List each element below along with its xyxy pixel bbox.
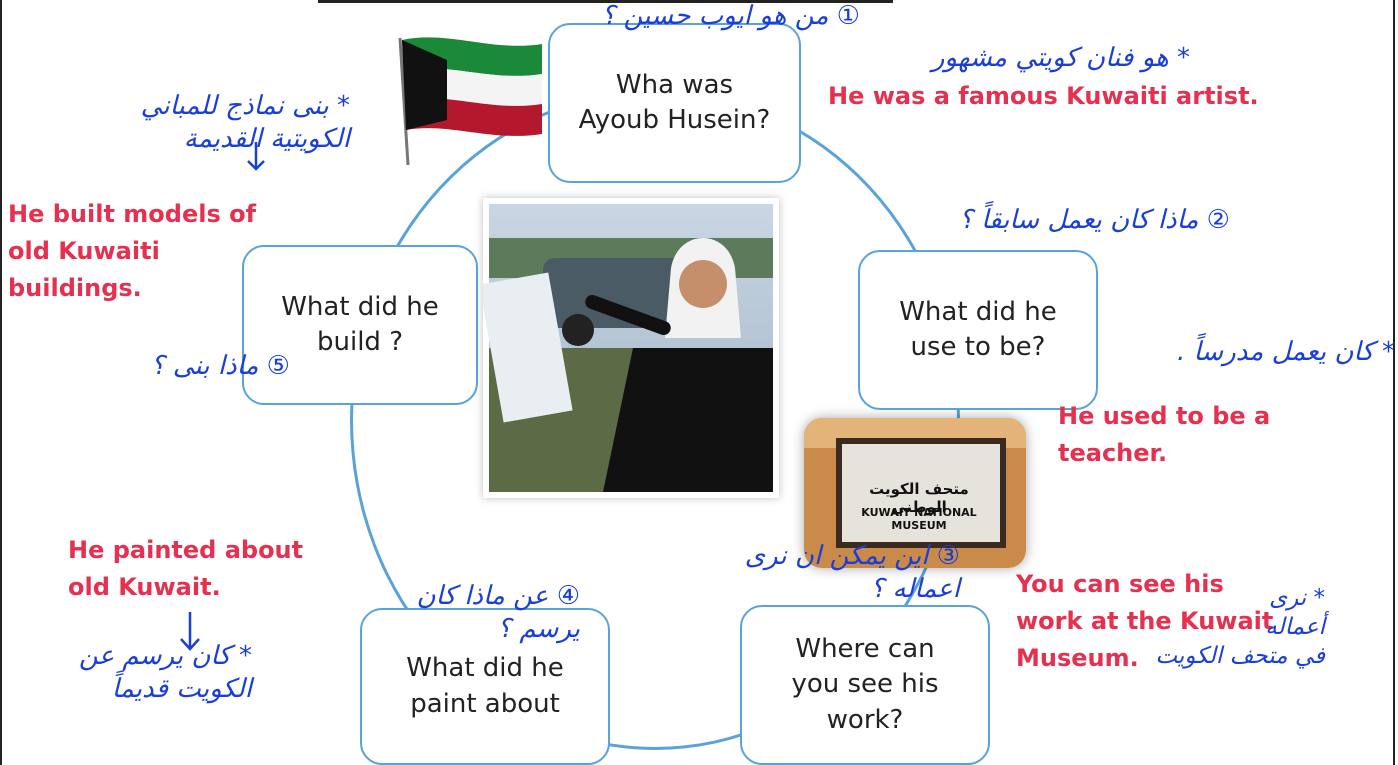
question-box-build: What did he build ? [242,245,478,405]
museum-sign-arabic: متحف الكويت الوطني [869,480,969,516]
answer-paint: He painted about old Kuwait. [68,536,304,602]
question-box-who: Wha was Ayoub Husein? [548,23,801,183]
question-box-job: What did he use to be? [858,250,1098,410]
answer-job: He used to be a teacher. [1058,402,1271,468]
artist-photo [479,198,779,498]
top-rule [318,0,893,3]
answer-who: He was a famous Kuwaiti artist. [828,82,1259,110]
kuwait-flag-image [398,37,542,165]
arrow-build-note [247,142,265,171]
handwritten-question-1: ① من هو ايوب حسين ؟ [601,1,860,31]
left-border [0,0,2,765]
answer-build: He built models of old Kuwaiti buildings… [8,200,257,303]
handwritten-question-2: ② ماذا كان يعمل سابقاً ؟ [959,205,1230,235]
handwritten-answer-3: * نرى أعماله في متحف الكويت [1155,585,1325,669]
handwritten-question-3: ③ اين يمكن ان نرى اعماله ؟ [744,541,960,604]
question-box-paint: What did he paint about [360,608,610,765]
answer-where: You can see his work at the Kuwait Museu… [1016,570,1274,673]
handwritten-answer-5: * بنى نماذج للمباني الكويتية القديمة [140,91,350,154]
right-border [1393,0,1395,765]
museum-sign-english: KUWAIT NATIONAL MUSEUM [861,506,977,532]
handwritten-question-5: ⑤ ماذا بنى ؟ [150,351,290,381]
handwritten-answer-1: * هو فنان كويتي مشهور [931,43,1190,73]
handwritten-answer-4: * كان يرسم عن الكويت قديماً [78,641,252,704]
museum-sign-photo: متحف الكويت الوطني KUWAIT NATIONAL MUSEU… [804,418,1026,568]
handwritten-question-4: ④ عن ماذا كان يرسم ؟ [416,581,580,644]
handwritten-answer-2: * كان يعمل مدرساً . [1176,337,1395,367]
arrow-paint-note [180,612,200,651]
question-box-where: Where can you see his work? [740,605,990,765]
